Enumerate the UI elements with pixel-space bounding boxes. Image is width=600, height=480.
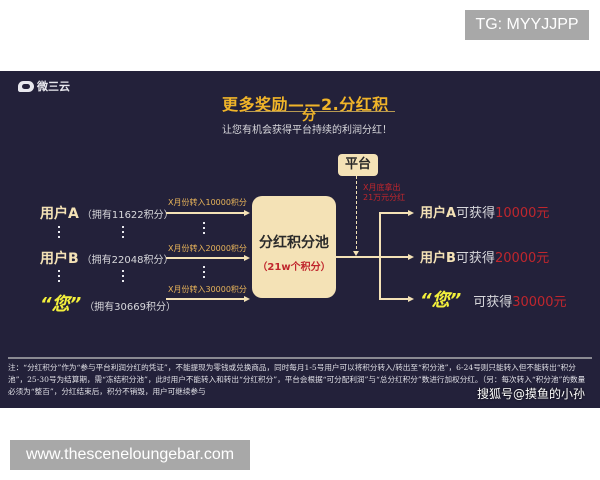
arrow-right-icon (244, 255, 250, 261)
result-amount: 20000元 (494, 251, 550, 266)
result-verb: 可获得 (455, 251, 495, 266)
transfer-label: X月份转入10000积分 (168, 198, 247, 207)
user-row-a: 用户A （拥有11622积分） (40, 203, 174, 223)
platform-dashed-line (356, 176, 357, 254)
arrow-right-icon (408, 296, 414, 302)
note-divider (8, 357, 592, 359)
transfer-arrow-line (166, 212, 244, 214)
platform-box: 平台 (338, 154, 378, 176)
result-user: “您” (420, 290, 462, 311)
arrow-right-icon (408, 210, 414, 216)
slide-title: 更多奖励——2.分红积 (222, 95, 389, 114)
slide-title-wrap: 分 (302, 108, 316, 124)
transfer-arrow-line (166, 257, 244, 259)
result-user: 用户B (420, 251, 456, 266)
transfer-label: X月份转入20000积分 (168, 244, 247, 253)
slide-image: 微三云 更多奖励——2.分红积 分 让您有机会获得平台持续的利润分红！ 平台 X… (0, 71, 600, 408)
arrow-right-icon (408, 254, 414, 260)
result-row-b: 用户B 可获得 20000元 (420, 247, 549, 266)
watermark: 搜狐号@摸鱼的小孙 (477, 387, 586, 401)
pool-subtitle: （21w个积分） (257, 262, 331, 273)
tg-badge: TG: MYYJJPP (465, 10, 589, 40)
user-row-b: 用户B （拥有22048积分） (40, 248, 173, 268)
output-branch-vertical (379, 212, 381, 300)
ellipsis-dots (203, 266, 205, 280)
output-branch-you (379, 298, 409, 300)
ellipsis-dots (58, 226, 60, 240)
result-verb: 可获得 (456, 206, 496, 221)
url-badge: www.thesceneloungebar.com (10, 440, 250, 470)
transfer-arrow-line (166, 298, 244, 300)
dividend-pool-box: 分红积分池 （21w个积分） (252, 196, 336, 298)
brand-logo: 微三云 (18, 78, 70, 94)
slide-subtitle: 让您有机会获得平台持续的利润分红！ (222, 125, 392, 136)
user-row-you: “您” （拥有30669积分） (40, 290, 176, 316)
user-name: 用户B (40, 251, 79, 267)
user-points: （拥有30669积分） (84, 302, 176, 313)
user-points: （拥有11622积分） (81, 210, 174, 221)
result-amount: 30000元 (512, 295, 567, 310)
footnote: 注：“分红积分”作为“参与平台利润分红的凭证”，不能提现为零钱或兑换商品，同时每… (8, 363, 586, 396)
output-line (336, 256, 408, 258)
user-name: “您” (40, 294, 82, 315)
result-verb: 可获得 (473, 295, 513, 310)
result-row-you: “您” 可获得 30000元 (420, 286, 567, 312)
title-divider (245, 111, 395, 112)
ellipsis-dots (122, 226, 124, 240)
ellipsis-dots (122, 270, 124, 284)
pool-title: 分红积分池 (259, 235, 329, 251)
arrow-down-icon (353, 251, 359, 256)
platform-note-line1: X月底拿出 (363, 183, 401, 192)
transfer-label: X月份转入30000积分 (168, 285, 247, 294)
user-name: 用户A (40, 206, 79, 222)
ellipsis-dots (58, 270, 60, 284)
ellipsis-dots (203, 222, 205, 236)
user-points: （拥有22048积分） (81, 255, 174, 266)
result-amount: 10000元 (495, 206, 550, 221)
cloud-logo-icon (18, 80, 34, 92)
result-row-a: 用户A 可获得 10000元 (420, 202, 549, 221)
platform-note: X月底拿出 21万元分红 (363, 183, 405, 203)
output-branch-a (379, 212, 409, 214)
result-user: 用户A (420, 206, 457, 221)
arrow-right-icon (244, 210, 250, 216)
arrow-right-icon (244, 296, 250, 302)
logo-text: 微三云 (37, 80, 70, 93)
platform-note-line2: 21万元分红 (363, 193, 406, 202)
